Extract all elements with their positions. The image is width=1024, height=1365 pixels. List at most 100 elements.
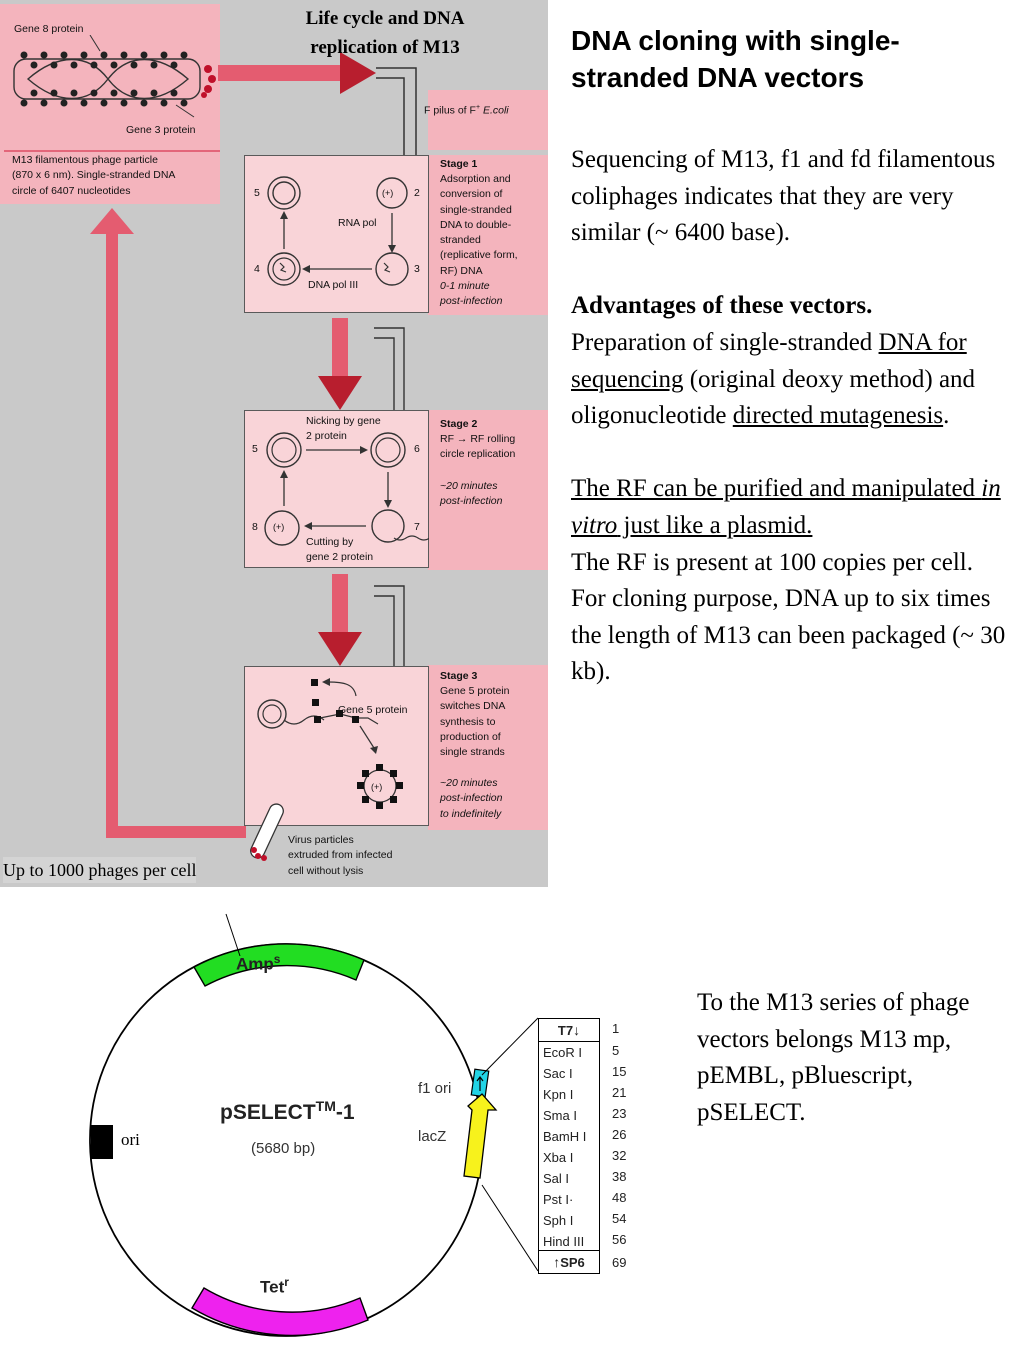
restriction-site-position: 48: [612, 1190, 627, 1205]
t7-position: 1: [612, 1021, 620, 1036]
ori-label: ori: [121, 1130, 140, 1149]
restriction-site: Kpn I: [543, 1087, 574, 1102]
lacz-label: lacZ: [418, 1128, 447, 1145]
right-arrow-icon: [218, 52, 376, 94]
restriction-site-position: 21: [612, 1085, 627, 1100]
page-heading: DNA cloning with single-stranded DNA vec…: [571, 25, 900, 93]
pilus-label: F pilus of F+ E.coli: [424, 104, 509, 117]
stage2-plus: (+): [273, 522, 285, 532]
pilus-shape-3: [374, 585, 405, 666]
stage2-title: Stage 2: [440, 418, 478, 430]
cutting-label: Cutting by gene 2 protein: [306, 536, 374, 564]
paragraph-m13-series: To the M13 series of phage vectors belon…: [697, 989, 970, 1126]
phages-per-cell-label: Up to 1000 phages per cell: [3, 857, 197, 883]
stage1-diagram: [267, 176, 409, 286]
restriction-site: Hind III: [543, 1234, 585, 1249]
restriction-site: Sal I: [543, 1171, 570, 1186]
restriction-site: Sph I: [543, 1213, 574, 1228]
stage1-plus: (+): [382, 188, 394, 198]
phage-particle-diagram: [13, 35, 216, 118]
gene3-label: Gene 3 protein: [126, 124, 196, 136]
stage2-time: ~20 minutes post-infection: [440, 480, 503, 508]
restriction-site: Sma I: [543, 1108, 577, 1123]
panel-divider: [4, 150, 220, 152]
restriction-site: BamH I: [543, 1129, 587, 1144]
paragraph-advantages: Preparation of single-stranded DNA for s…: [571, 328, 976, 430]
stage2-num-8: 8: [252, 521, 258, 533]
stage1-num-5: 5: [254, 187, 260, 199]
stage1-box: [244, 155, 429, 313]
stage1-num-4: 4: [254, 263, 260, 275]
sp6-promoter: ↑SP6: [539, 1250, 599, 1273]
stage1-num-2: 2: [414, 187, 420, 199]
return-arrow-base: [106, 826, 246, 838]
restriction-site: Pst I·: [543, 1192, 574, 1207]
paragraph-cloning: For cloning purpose, DNA up to six times…: [571, 585, 1006, 686]
stage2-text: RF → RF rolling circle replication: [440, 433, 516, 461]
body-text: Sequencing of M13, f1 and fd filamentous…: [571, 142, 1016, 691]
gene5-label: Gene 5 protein: [338, 704, 408, 716]
amp-label: Amps: [236, 952, 281, 974]
rna-pol-label: RNA pol: [338, 217, 377, 229]
restriction-site: Sac I: [543, 1066, 573, 1081]
stage3-time: ~20 minutes post-infection to indefinite…: [440, 777, 503, 820]
stage3-text: Gene 5 protein switches DNA synthesis to…: [440, 685, 510, 759]
pilus-shape-2: [374, 327, 405, 410]
stage2-num-7: 7: [414, 521, 420, 533]
stage1-band: [428, 155, 548, 315]
down-arrow-icon: [318, 318, 362, 410]
stage1-num-3: 3: [414, 263, 420, 275]
ori-marker: [91, 1125, 113, 1159]
stage3-box: [244, 666, 429, 826]
amp-gene-arc: [193, 943, 365, 987]
stage2-band: [428, 410, 548, 570]
dna-pol-label: DNA pol III: [308, 279, 359, 291]
figure-title-line2: replication of M13: [310, 37, 460, 58]
plasmid-map: [89, 913, 498, 1337]
virus-text: Virus particles extruded from infected c…: [288, 834, 393, 877]
m13-life-cycle-figure: Life cycle and DNA replication of M13 Ge…: [0, 0, 548, 887]
stage2-num-5: 5: [252, 443, 258, 455]
gene8-label: Gene 8 protein: [14, 23, 84, 35]
dna-sequencing-link[interactable]: DNA for sequencing: [571, 328, 967, 393]
restriction-site-position: 32: [612, 1148, 627, 1163]
stage3-diagram: [257, 678, 403, 809]
restriction-site-position: 26: [612, 1127, 627, 1142]
stage2-diagram: [264, 432, 429, 546]
up-arrow-icon: [90, 208, 134, 234]
virus-particle-icon: [250, 803, 284, 861]
t7-promoter: T7↓: [539, 1019, 599, 1042]
restriction-site-position: 54: [612, 1211, 627, 1226]
figure-title-line1: Life cycle and DNA: [305, 8, 465, 29]
pilus-shape: [376, 67, 417, 155]
stage3-band: [428, 665, 548, 830]
sp6-position: 69: [612, 1255, 627, 1270]
particle-description: M13 filamentous phage particle (870 x 6 …: [12, 154, 176, 197]
advantages-title: Advantages of these vectors.: [571, 292, 873, 320]
stage3-plus: (+): [371, 782, 383, 792]
stage1-time: 0-1 minute post-infection: [440, 280, 503, 308]
tet-label: Tetr: [260, 1275, 289, 1297]
paragraph-sequencing: Sequencing of M13, f1 and fd filamentous…: [571, 146, 996, 247]
plasmid-size: (5680 bp): [251, 1140, 316, 1157]
restriction-site-position: 38: [612, 1169, 627, 1184]
f1-ori-label: f1 ori: [418, 1080, 452, 1097]
lacz-gene-arrow: [463, 1093, 498, 1179]
stage1-text: Adsorption and conversion of single-stra…: [440, 173, 518, 277]
nicking-label: Nicking by gene 2 protein: [306, 415, 381, 443]
polylinker-connector: [481, 1017, 539, 1272]
restriction-site-position: 23: [612, 1106, 627, 1121]
return-arrow-shaft: [106, 230, 118, 838]
stage1-title: Stage 1: [440, 158, 478, 170]
restriction-site: Xba I: [543, 1150, 574, 1165]
stage2-num-6: 6: [414, 443, 420, 455]
plasmid-name: pSELECTTM-1: [220, 1098, 355, 1124]
stage3-title: Stage 3: [440, 670, 478, 682]
paragraph-rf: The RF can be purified and manipulated i…: [571, 475, 1001, 539]
tet-gene-arc: [191, 1287, 369, 1337]
pilus-band: [428, 90, 548, 150]
directed-mutagenesis-link[interactable]: directed mutagenesis: [732, 402, 944, 430]
